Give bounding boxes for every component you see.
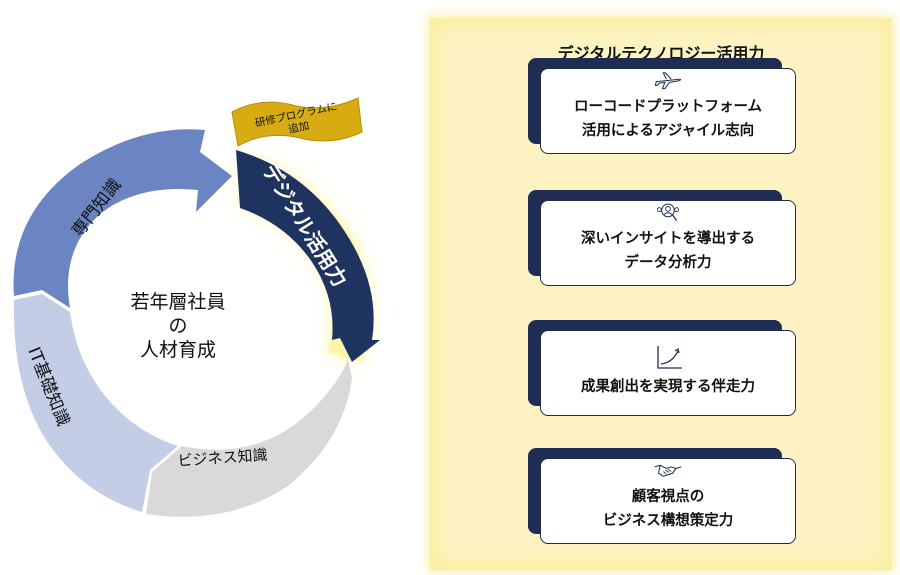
center-text: 若年層社員の人材育成 bbox=[130, 291, 225, 361]
text-line: 若年層社員 bbox=[130, 291, 225, 313]
card-text: ローコードプラットフォーム 活用によるアジャイル志向 bbox=[573, 99, 763, 139]
text-line: の bbox=[168, 315, 187, 337]
card-text: 顧客視点の ビジネス構想策定力 bbox=[602, 489, 734, 529]
segment-business-knowledge bbox=[146, 360, 352, 517]
card-business-planning: 顧客視点の ビジネス構想策定力 bbox=[528, 448, 798, 544]
card-low-code: ローコードプラットフォーム 活用によるアジャイル志向 bbox=[528, 58, 798, 154]
growth-chart-icon bbox=[657, 346, 682, 369]
cycle-diagram: 若年層社員の人材育成 専門知識 IT基礎知識 ビジネス知識 デジタル活用力 研修… bbox=[13, 97, 380, 517]
card-text: 深いインサイトを導出する データ分析力 bbox=[581, 231, 755, 271]
airplane-icon bbox=[654, 72, 682, 90]
segment-specialized-knowledge bbox=[13, 129, 232, 308]
card-text: 成果創出を実現する伴走力 bbox=[581, 379, 755, 395]
flag-badge: 研修プログラムに追加 bbox=[231, 97, 363, 147]
segment-it-basics bbox=[13, 294, 179, 512]
digital-capability-panel: デジタルテクノロジー活用力 ローコードプラットフォーム 活用によるアジャイル志向 bbox=[430, 18, 892, 570]
people-search-icon bbox=[656, 203, 680, 222]
text-line: 人材育成 bbox=[140, 339, 216, 361]
segment-digital-capability bbox=[236, 150, 380, 362]
handshake-icon bbox=[654, 464, 682, 477]
card-accompaniment: 成果創出を実現する伴走力 bbox=[528, 320, 798, 416]
card-data-analysis: 深いインサイトを導出する データ分析力 bbox=[528, 190, 798, 286]
text-line: 追加 bbox=[287, 119, 310, 136]
